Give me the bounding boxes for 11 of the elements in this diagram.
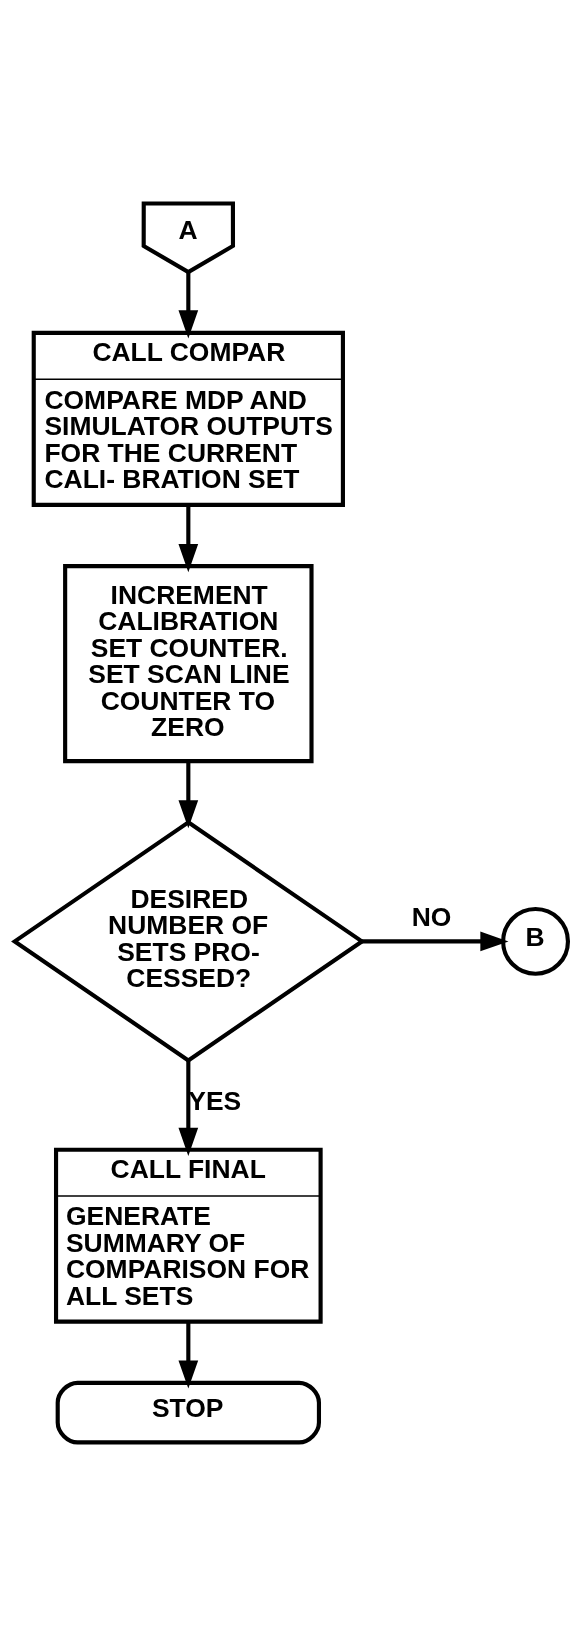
arrow	[178, 271, 199, 339]
arrow	[178, 1321, 199, 1389]
edge-label: YES	[188, 1085, 242, 1116]
node-box: STOP	[55, 1380, 321, 1444]
node-circle: B	[501, 906, 570, 976]
arrow	[361, 931, 509, 951]
edge-label: NO	[411, 901, 452, 932]
node-box: INCREMENT CALIBRATION SET COUNTER. SET SCAN LINE COUNTER TO ZERO	[63, 563, 314, 763]
arrow	[178, 504, 199, 572]
arrow	[178, 760, 199, 828]
arrow	[178, 1060, 199, 1156]
